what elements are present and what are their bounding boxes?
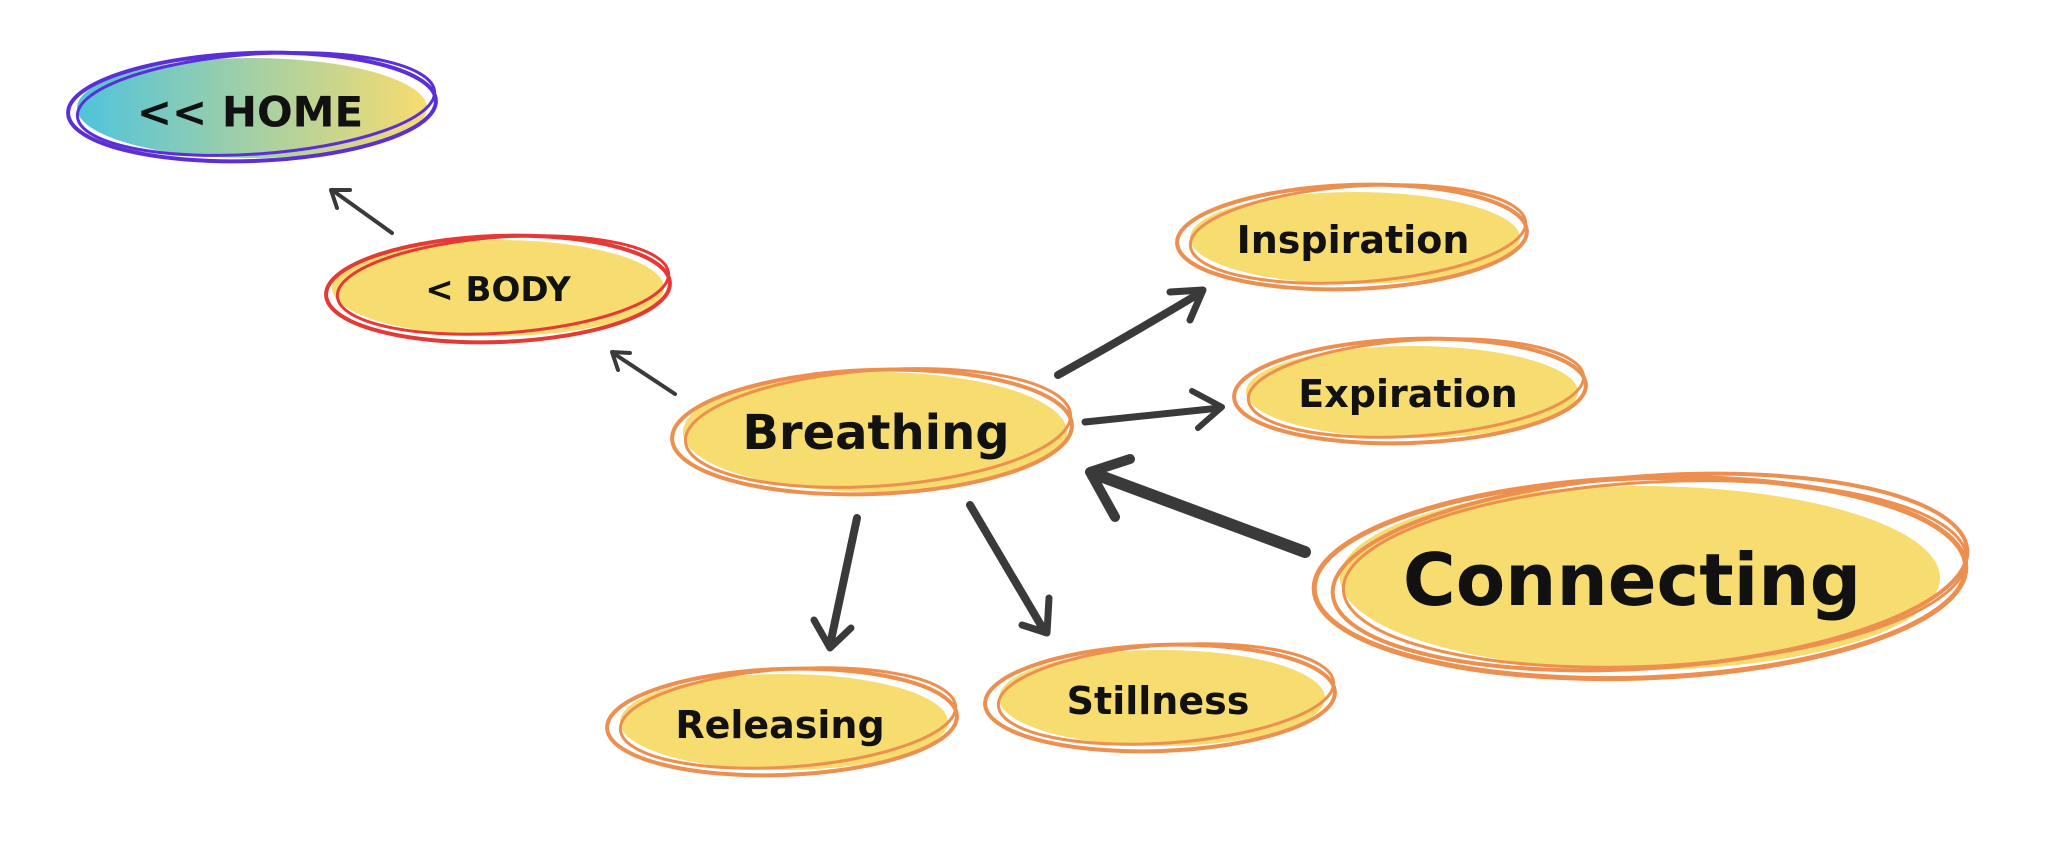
- stillness-node-label: Stillness: [1067, 679, 1250, 723]
- arrow-breathing-to-inspiration: [1054, 286, 1207, 379]
- arrow-body-to-home: [329, 188, 394, 235]
- arrow-breathing-to-expiration: [1081, 388, 1225, 431]
- body-node[interactable]: < BODY: [324, 226, 672, 348]
- home-node-label: << HOME: [137, 88, 363, 137]
- home-node[interactable]: << HOME: [66, 42, 438, 168]
- releasing-node[interactable]: Releasing: [605, 657, 959, 781]
- breathing-node-label: Breathing: [742, 405, 1009, 461]
- expiration-node[interactable]: Expiration: [1232, 328, 1588, 449]
- stillness-node[interactable]: Stillness: [983, 633, 1337, 757]
- connecting-node-label: Connecting: [1403, 538, 1861, 622]
- arrow-breathing-to-releasing: [810, 514, 861, 652]
- body-node-label: < BODY: [425, 270, 571, 310]
- connecting-node[interactable]: Connecting: [1311, 454, 1974, 690]
- arrow-breathing-to-body: [610, 350, 677, 396]
- breathing-node[interactable]: Breathing: [670, 357, 1075, 501]
- releasing-node-label: Releasing: [675, 703, 884, 747]
- arrow-breathing-to-stillness: [966, 501, 1053, 637]
- inspiration-node-label: Inspiration: [1237, 218, 1470, 262]
- inspiration-node[interactable]: Inspiration: [1175, 174, 1529, 295]
- arrow-connecting-to-breathing: [1085, 454, 1311, 558]
- expiration-node-label: Expiration: [1298, 372, 1517, 416]
